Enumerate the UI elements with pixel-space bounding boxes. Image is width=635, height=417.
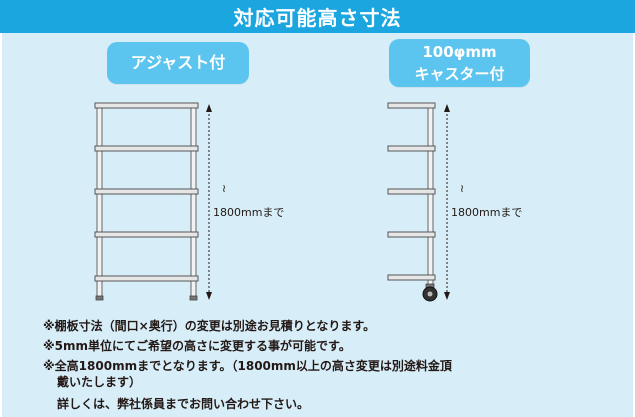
note-2: ※5mm単位にてご希望の高さに変更する事が可能です。 — [43, 339, 351, 353]
caster-post — [427, 103, 434, 291]
adjuster-type-label: アジャスト付 — [107, 42, 249, 84]
adjuster-type-text: アジャスト付 — [130, 53, 226, 72]
caster-tilde-mark: ≀ — [460, 182, 465, 195]
adjuster-height-dimension — [206, 104, 212, 300]
caster-type-line1: 100φmm — [422, 43, 497, 61]
shelf-board-5 — [94, 275, 199, 282]
content-panel — [2, 33, 633, 417]
caster-type-line2: キャスター付 — [414, 65, 505, 83]
note-3-continued: 戴いたします） — [57, 375, 142, 389]
caster-board-5 — [387, 274, 436, 281]
shelf-board-3 — [94, 188, 199, 195]
caster-board-1 — [387, 102, 436, 109]
caster-height-label: 1800mmまで — [451, 206, 523, 219]
page-title: 対応可能高さ寸法 — [233, 6, 402, 30]
note-1: ※棚板寸法（間口×奥行）の変更は別途お見積りとなります。 — [43, 319, 376, 333]
caster-board-4 — [387, 231, 436, 238]
caster-hub — [427, 291, 433, 297]
caster-height-dimension — [444, 104, 450, 300]
header-bar: 対応可能高さ寸法 — [0, 0, 635, 33]
shelf-board-1 — [94, 102, 199, 109]
caster-board-2 — [387, 145, 436, 152]
adjuster-foot-right — [189, 295, 198, 301]
adjuster-tilde-mark: ≀ — [222, 182, 227, 195]
shelf-post-right — [190, 103, 197, 299]
shelf-board-4 — [94, 231, 199, 238]
adjuster-height-label: 1800mmまで — [213, 206, 285, 219]
caster-board-3 — [387, 188, 436, 195]
shelf-board-2 — [94, 145, 199, 152]
note-4: 詳しくは、弊社係員までお問い合わせ下さい。 — [57, 397, 310, 411]
caster-shelf-drawing — [387, 102, 438, 302]
note-3: ※全高1800mmまでとなります。（1800mm以上の高さ変更は別途料金頂 — [43, 359, 452, 373]
shelf-post-left — [96, 103, 103, 299]
adjuster-foot-left — [95, 295, 104, 301]
caster-type-label: 100φmm キャスター付 — [389, 39, 530, 87]
adjuster-shelf-drawing — [94, 102, 199, 301]
